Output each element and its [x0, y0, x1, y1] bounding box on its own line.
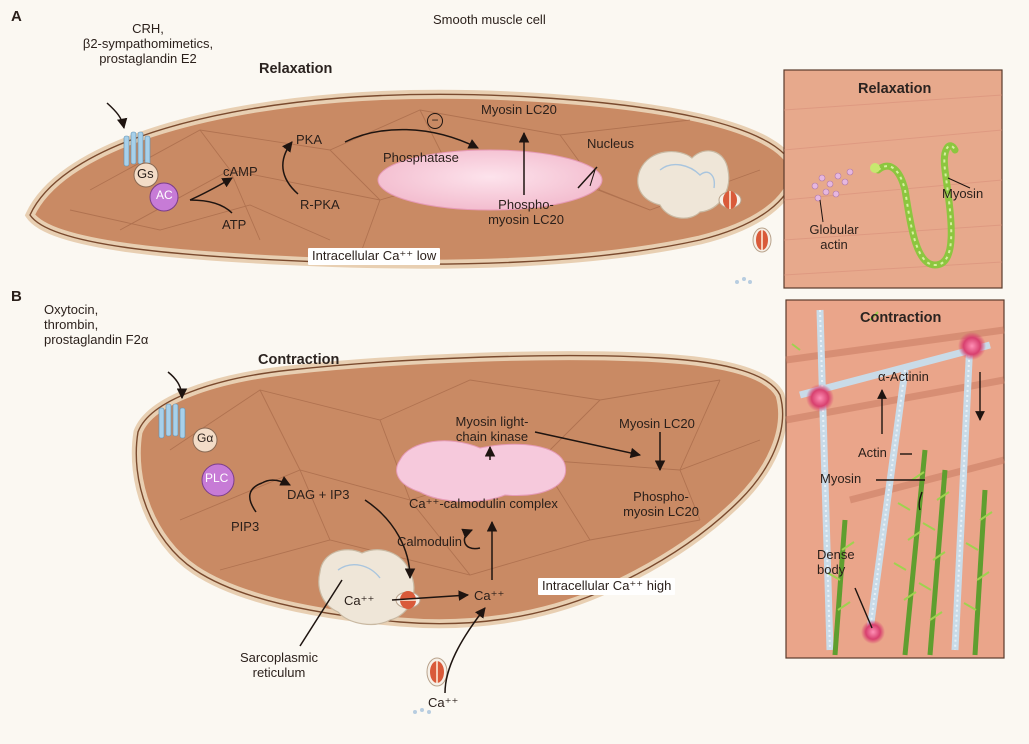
label-phospho-myosin-a: Phospho- myosin LC20	[470, 198, 582, 228]
panel-letter-a: A	[11, 8, 22, 25]
label-ca-sr: Ca⁺⁺	[344, 594, 374, 609]
label-phosphatase: Phosphatase	[383, 151, 459, 166]
label-calmodulin: Calmodulin	[397, 535, 462, 550]
heading-relaxation: Relaxation	[259, 61, 332, 78]
panel-letter-b: B	[11, 288, 22, 305]
label-globular-actin: Globular actin	[804, 223, 864, 253]
dense-body-1	[806, 384, 834, 412]
label-pka: PKA	[296, 133, 322, 148]
heading-contraction: Contraction	[258, 352, 339, 369]
label-ca-cytosol: Ca⁺⁺	[474, 589, 504, 604]
agonists-contraction: Oxytocin, thrombin, prostaglandin F2α	[44, 303, 148, 348]
agonists-relaxation: CRH, β2-sympathomimetics, prostaglandin …	[58, 22, 238, 67]
label-camp: cAMP	[223, 165, 258, 180]
label-dag-ip3: DAG + IP3	[287, 488, 350, 503]
label-actin: Actin	[858, 446, 887, 461]
label-alpha-actinin: α-Actinin	[878, 370, 929, 385]
label-phospho-myosin-b: Phospho- myosin LC20	[605, 490, 717, 520]
label-plc: PLC	[205, 472, 228, 486]
ca-dots-a	[735, 277, 752, 284]
label-pip3: PIP3	[231, 520, 259, 535]
label-galpha: Gα	[197, 432, 213, 446]
channel-a1	[719, 191, 741, 209]
label-myosin-inset-b: Myosin	[820, 472, 861, 487]
channel-membrane	[427, 658, 447, 686]
label-myosin-lc20-b: Myosin LC20	[619, 417, 695, 432]
label-ca-calmodulin-complex: Ca⁺⁺-calmodulin complex	[409, 497, 558, 512]
calmodulin-region	[397, 441, 566, 502]
channel-a2	[753, 228, 771, 252]
label-gs: Gs	[137, 167, 154, 182]
status-ca-low: Intracellular Ca⁺⁺ low	[308, 248, 440, 265]
label-myosin-inset-a: Myosin	[942, 187, 983, 202]
dense-body-2	[958, 332, 986, 360]
label-mlck: Myosin light- chain kinase	[437, 415, 547, 445]
inset-heading-contraction: Contraction	[860, 310, 941, 327]
label-dense-body: Dense body	[817, 548, 855, 578]
dense-body-3	[861, 620, 885, 644]
inhibition-sign: −	[427, 113, 443, 129]
figure-title: Smooth muscle cell	[433, 13, 546, 28]
status-ca-high: Intracellular Ca⁺⁺ high	[538, 578, 675, 595]
label-myosin-lc20-a: Myosin LC20	[481, 103, 557, 118]
inset-heading-relaxation: Relaxation	[858, 81, 931, 98]
label-atp: ATP	[222, 218, 246, 233]
label-nucleus: Nucleus	[587, 137, 634, 152]
label-rpka: R-PKA	[300, 198, 340, 213]
label-sarcoplasmic-reticulum: Sarcoplasmic reticulum	[228, 651, 330, 681]
label-ca-extracellular: Ca⁺⁺	[428, 696, 458, 711]
label-ac: AC	[156, 189, 173, 203]
